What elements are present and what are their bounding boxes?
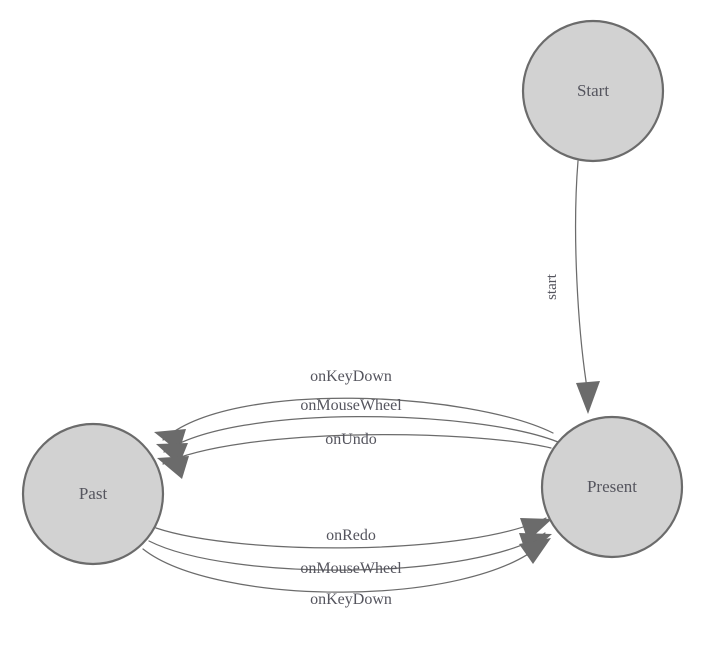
edge-past-to-present-onmousewheel-path	[148, 532, 546, 571]
edge-past-to-present-onkeydown-arrowhead	[519, 538, 551, 564]
edge-label-top-1: onKeyDown	[310, 368, 392, 385]
node-present-label: Present	[587, 477, 637, 496]
node-past-label: Past	[79, 484, 108, 503]
node-present[interactable]: Present	[540, 415, 684, 559]
edge-present-to-past-onkeydown-path	[162, 397, 554, 441]
edge-label-start: start	[544, 273, 560, 300]
node-start-label: Start	[577, 81, 609, 100]
edge-past-to-present-onredo[interactable]: onRedo	[155, 517, 552, 549]
edge-past-to-present-onredo-path	[155, 517, 547, 549]
node-start-circle	[521, 19, 665, 163]
edge-label-bottom-1: onRedo	[326, 527, 376, 544]
node-past-circle	[21, 422, 165, 566]
edge-label-bottom-2: onMouseWheel	[300, 560, 402, 577]
edge-label-bottom-3: onKeyDown	[310, 591, 392, 608]
edge-label-top-2: onMouseWheel	[300, 397, 402, 414]
edge-start-to-present-path	[574, 160, 588, 389]
edge-label-top-3: onUndo	[325, 431, 377, 448]
edge-present-to-past-onundo-arrowhead	[157, 456, 189, 479]
edge-present-to-past-onundo-path	[162, 434, 552, 465]
node-present-circle	[540, 415, 684, 559]
edge-past-to-present-onkeydown[interactable]: onKeyDown	[142, 538, 551, 608]
edge-present-to-past-onundo[interactable]: onUndo	[157, 431, 552, 479]
node-start[interactable]: Start	[521, 19, 665, 163]
edge-start-to-present-arrowhead	[576, 381, 600, 414]
edge-present-to-past-onmousewheel-path	[163, 416, 559, 453]
node-past[interactable]: Past	[21, 422, 165, 566]
edge-start-to-present[interactable]: start	[544, 160, 600, 414]
edge-past-to-present-onkeydown-path	[142, 542, 544, 593]
